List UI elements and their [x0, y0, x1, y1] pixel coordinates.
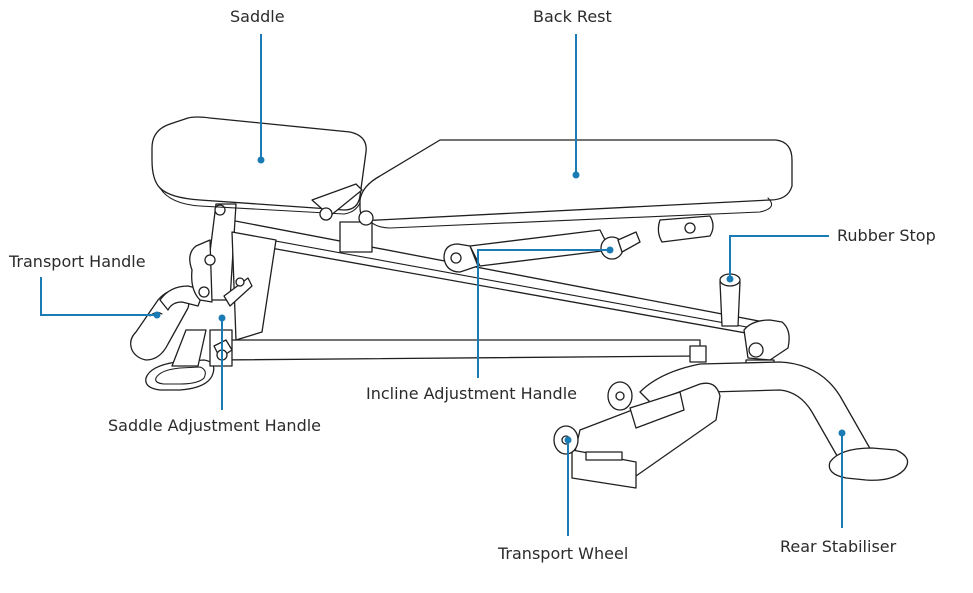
- saddle-pad: [151, 116, 367, 221]
- front-foot: [145, 329, 215, 391]
- label-rear-stabiliser: Rear Stabiliser: [780, 537, 897, 556]
- label-transport-handle: Transport Handle: [9, 252, 146, 271]
- leader-dot-saddle: [257, 156, 265, 164]
- label-saddle-adjustment-handle: Saddle Adjustment Handle: [108, 416, 322, 435]
- label-rubber-stop: Rubber Stop: [837, 226, 936, 245]
- main-frame: [214, 219, 786, 361]
- label-incline-adjustment-handle: Incline Adjustment Handle: [366, 384, 577, 403]
- leader-dot-saddle-adjustment: [218, 314, 226, 322]
- leader-rubber-stop: [729, 235, 829, 279]
- leader-incline: [477, 249, 610, 378]
- leader-dot-rubber-stop: [726, 275, 734, 283]
- wheel-assembly: [553, 381, 721, 489]
- leader-dot-transport-handle: [153, 311, 161, 319]
- leader-transport-handle: [40, 277, 157, 316]
- saddle-mechanism: [189, 203, 277, 367]
- leader-dot-incline: [606, 246, 614, 254]
- leader-lines: [40, 34, 846, 536]
- leader-dot-transport-wheel: [564, 436, 572, 444]
- leader-dot-back-rest: [572, 171, 580, 179]
- back-rest-pad: [339, 139, 793, 253]
- transport-handle: [130, 285, 205, 361]
- label-transport-wheel: Transport Wheel: [498, 544, 629, 563]
- incline-adjustment: [443, 215, 714, 273]
- label-back-rest: Back Rest: [533, 7, 612, 26]
- label-saddle: Saddle: [230, 7, 285, 26]
- leader-dot-rear-stabiliser: [838, 429, 846, 437]
